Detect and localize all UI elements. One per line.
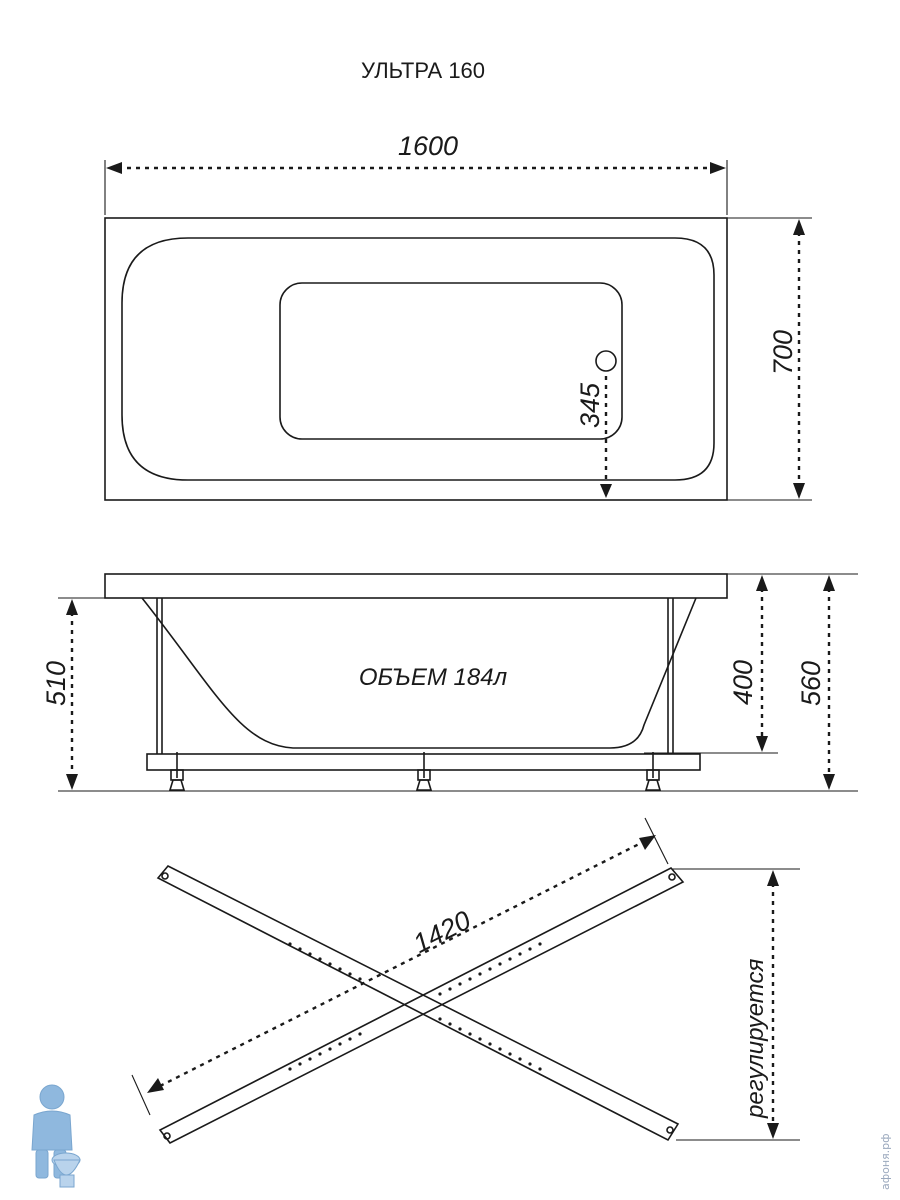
tub-bottom-contour [279, 282, 623, 440]
bar-end-hole [161, 872, 169, 880]
arrow-head [639, 835, 656, 850]
arrow-head [823, 774, 835, 790]
adjustable-foot [644, 752, 662, 791]
arrow-head [767, 1123, 779, 1139]
bar-end-hole [666, 1126, 674, 1134]
arrow-head [147, 1078, 164, 1093]
bar-a-holes [288, 942, 542, 1071]
frame-view: 1420 регулируется [131, 817, 800, 1145]
tub-bowl-contour [121, 237, 715, 481]
arrow-head [756, 736, 768, 752]
watermark: афоня.рф [879, 1133, 892, 1190]
top-view: 1600 345 700 [104, 131, 812, 501]
width-label: 700 [768, 330, 798, 375]
bar-b-holes [288, 942, 542, 1071]
arrow-head [756, 575, 768, 591]
drain-offset-label: 345 [575, 382, 605, 428]
arrow-head [767, 870, 779, 886]
plumber-mascot-icon [31, 1084, 81, 1188]
bar-end-hole [163, 1132, 171, 1140]
arrow-head [793, 219, 805, 235]
length-label: 1600 [398, 131, 458, 161]
arrow-head [793, 483, 805, 499]
frame-length-extension-top [644, 817, 669, 865]
bar-end-hole [668, 873, 676, 881]
total-height-label: 560 [796, 661, 826, 706]
frame-bar-a [156, 864, 680, 1142]
inner-depth-label: 400 [728, 660, 758, 705]
frame-bar-b [158, 867, 685, 1145]
adjustable-foot [415, 752, 433, 791]
tub-outer-rim [104, 217, 728, 501]
arrow-head [600, 484, 612, 498]
arrow-head [66, 774, 78, 790]
drain-hole [595, 350, 617, 372]
frame-length-label: 1420 [408, 905, 475, 959]
volume-label: ОБЪЕМ 184л [359, 664, 508, 691]
drawing-title: УЛЬТРА 160 [361, 58, 485, 83]
frame-length-extension-bottom [131, 1074, 151, 1116]
left-height-label: 510 [41, 661, 71, 706]
frame-length-line [159, 840, 644, 1088]
arrow-head [823, 575, 835, 591]
tub-bowl-profile [141, 597, 697, 749]
arrow-head [106, 162, 122, 174]
arrow-head [66, 599, 78, 615]
side-view: ОБЪЕМ 184л 510 400 560 [41, 573, 858, 792]
tub-rim-side [104, 573, 728, 599]
adjustable-label: регулируется [742, 959, 769, 1119]
adjustable-foot [168, 752, 186, 791]
arrow-head [710, 162, 726, 174]
